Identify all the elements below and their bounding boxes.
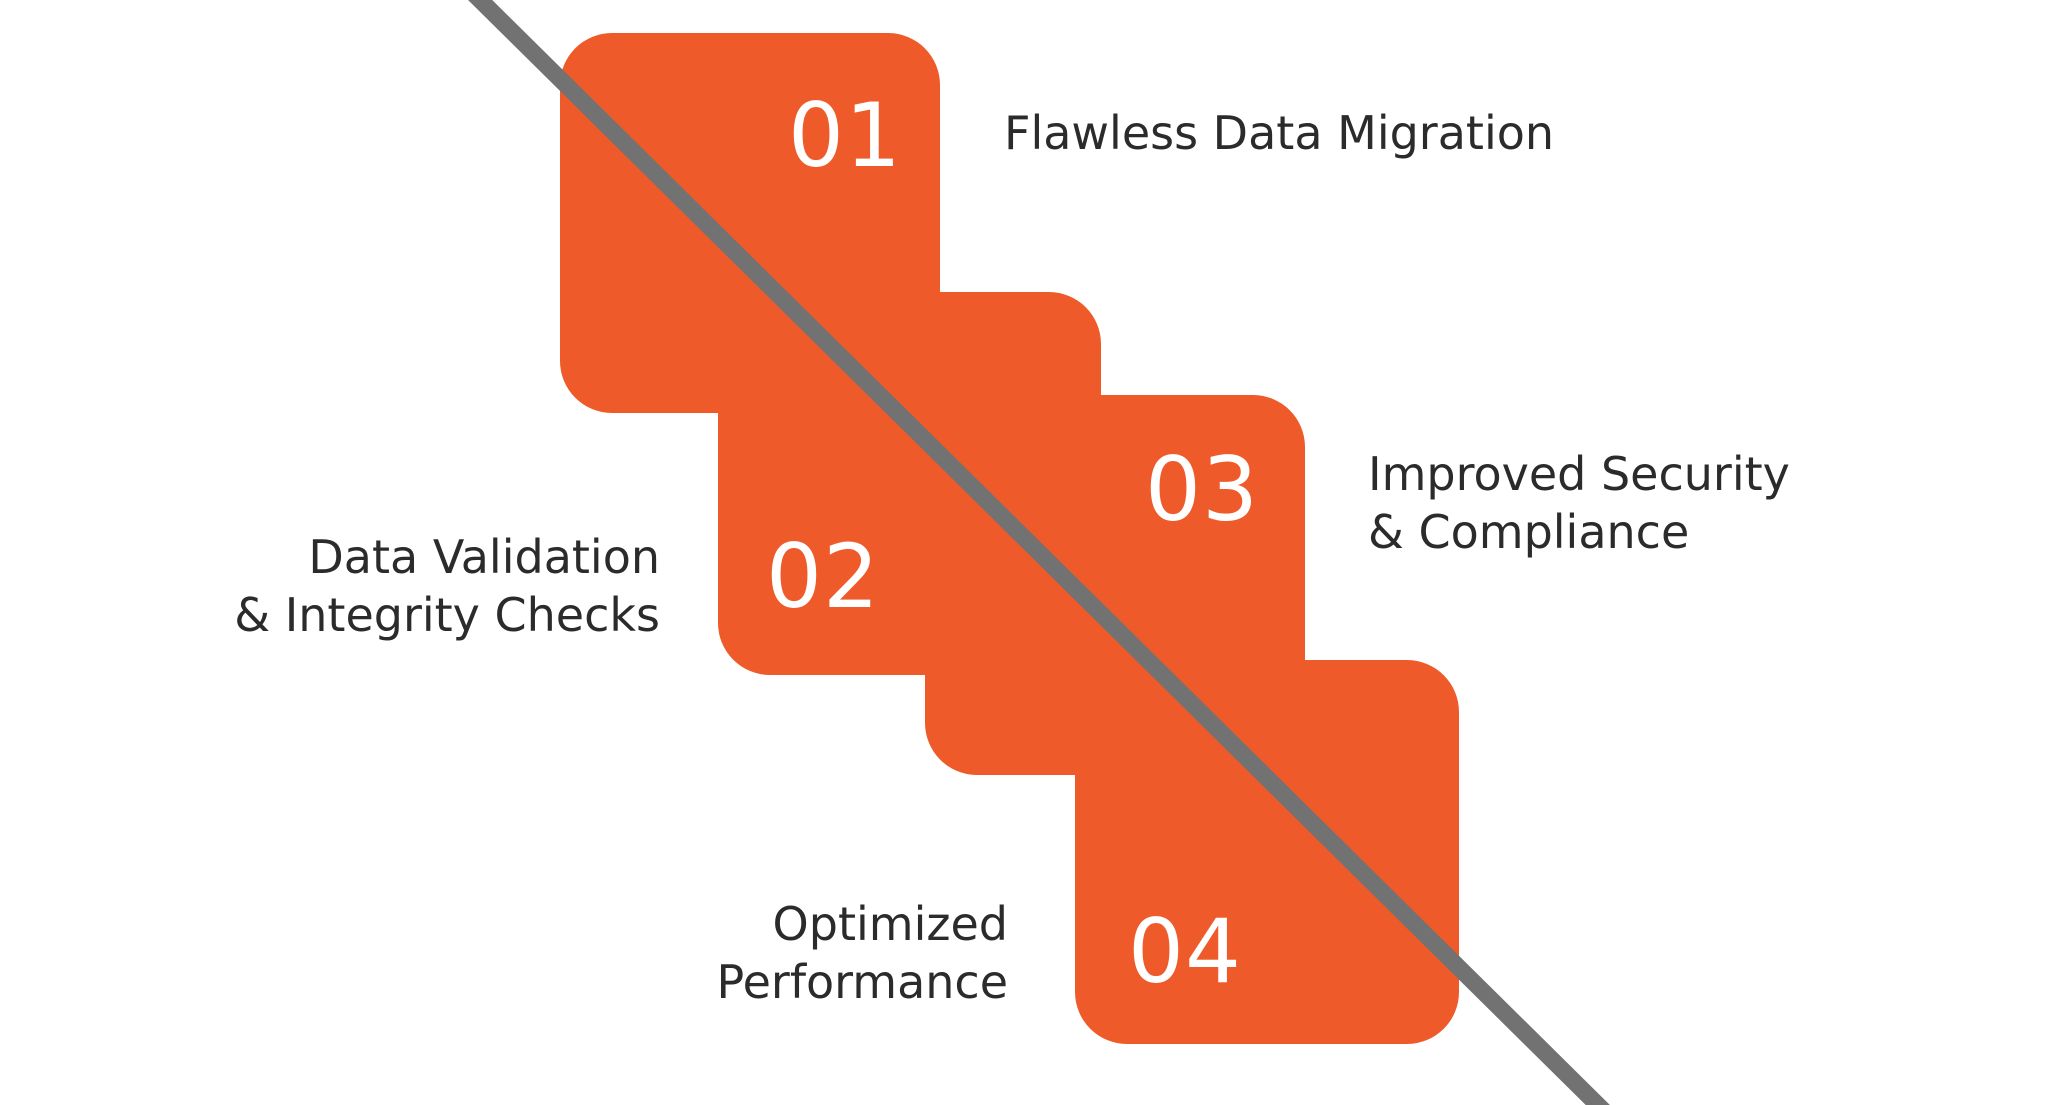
step-label-03-line-2: & Compliance — [1368, 505, 1690, 559]
step-number-02: 02 — [766, 525, 880, 628]
step-label-02: Data Validation & Integrity Checks — [234, 528, 660, 644]
step-label-04: Optimized Performance — [717, 895, 1009, 1011]
step-number-01: 01 — [788, 84, 902, 187]
step-label-01-line-1: Flawless Data Migration — [1004, 106, 1555, 160]
step-label-04-line-1: Optimized — [772, 897, 1008, 951]
step-label-03: Improved Security & Compliance — [1368, 445, 1790, 561]
step-number-03: 03 — [1145, 438, 1259, 541]
step-label-02-line-1: Data Validation — [308, 530, 660, 584]
step-label-04-line-2: Performance — [716, 955, 1009, 1009]
step-label-01: Flawless Data Migration — [1004, 104, 1554, 162]
step-tile-04 — [1075, 660, 1459, 1044]
step-label-02-line-2: & Integrity Checks — [234, 588, 660, 642]
step-label-03-line-1: Improved Security — [1368, 447, 1790, 501]
step-number-04: 04 — [1128, 900, 1242, 1003]
